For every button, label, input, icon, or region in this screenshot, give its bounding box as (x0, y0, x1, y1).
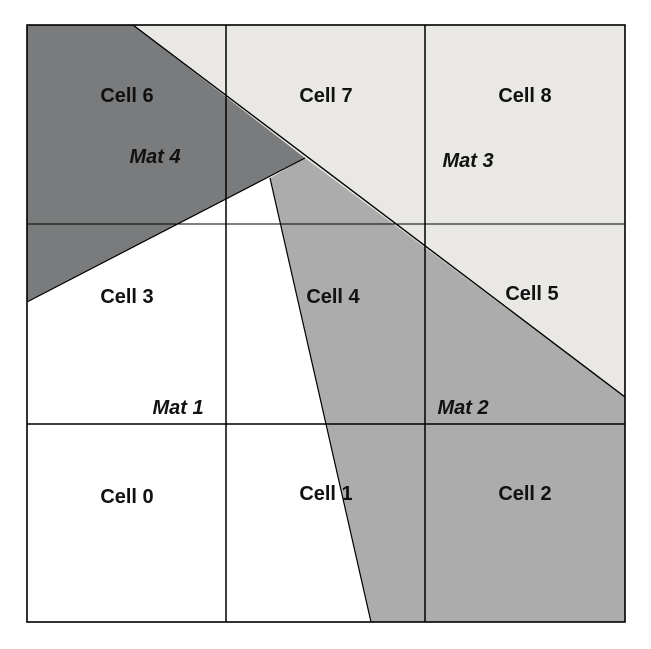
mat-label-3: Mat 3 (442, 150, 493, 172)
cell-label-4: Cell 4 (306, 286, 360, 308)
interface-line-mat2 (269, 177, 372, 623)
mat-label-2: Mat 2 (437, 397, 488, 419)
diagram-border (26, 24, 626, 623)
mat-2-region (270, 158, 625, 622)
cell-label-5: Cell 5 (505, 283, 558, 305)
cell-label-6: Cell 6 (100, 85, 153, 107)
mat-label-4: Mat 4 (129, 146, 180, 168)
cell-label-3: Cell 3 (100, 286, 153, 308)
cell-label-1: Cell 1 (299, 483, 352, 505)
interface-line-mat4 (26, 157, 306, 303)
cell-label-0: Cell 0 (100, 486, 153, 508)
cell-label-8: Cell 8 (498, 85, 551, 107)
mat-label-1: Mat 1 (152, 397, 203, 419)
interface-line-mat3 (132, 24, 626, 398)
cell-label-2: Cell 2 (498, 483, 551, 505)
cell-grid (26, 24, 626, 623)
cell-label-7: Cell 7 (299, 85, 352, 107)
mat-4-region (27, 25, 305, 302)
